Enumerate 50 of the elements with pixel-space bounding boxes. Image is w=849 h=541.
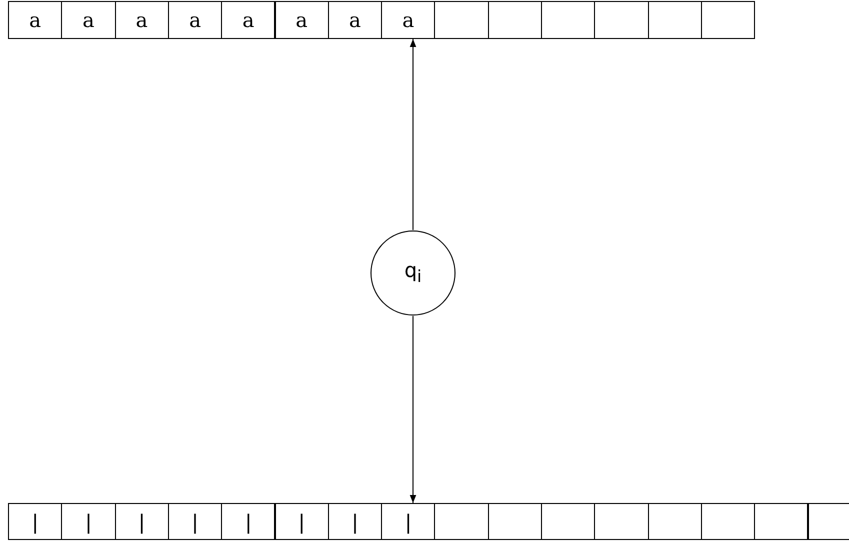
tape-cell [381,503,436,540]
tape-cell [434,1,489,39]
tape-cell [221,503,276,540]
tape-cell [328,503,382,540]
tape-symbol: a [296,10,308,30]
tape-cell [541,1,596,39]
tape-symbol: a [29,10,42,30]
tape-symbol: a [242,10,254,30]
tape-cell [488,1,542,39]
tape-symbol: a [402,10,414,30]
tape-cell [168,1,222,39]
tape-symbol: | [244,512,252,532]
tape-cell [8,503,62,540]
tape-cell [700,503,756,540]
tape-cell [488,503,542,540]
tape-cell [328,1,382,39]
tape-cell [61,1,116,39]
tape-symbol: | [85,512,92,532]
arrow [410,38,416,230]
tape-symbol: a [136,10,148,30]
tape-symbol: a [82,10,94,30]
tape-cell [594,1,649,39]
tape-symbol: | [352,512,358,532]
tape-symbol: | [192,512,198,532]
tape-cell [274,503,329,540]
tape-symbol: | [298,512,306,532]
tape-cell [114,1,169,39]
tape-cell [754,503,808,540]
tape-cell [541,503,596,540]
tape-cell [700,1,756,39]
tape-cell [8,1,62,39]
tape-cell [594,503,649,540]
state-circle [370,230,456,316]
tape-cell [274,1,329,39]
arrow [410,316,416,504]
tape-cell [381,1,436,39]
tape-cell [808,503,849,540]
tape-cell [168,503,222,540]
tape-symbol: a [189,10,201,30]
tape-cell [114,503,169,540]
tape-symbol: | [138,512,146,532]
state-label: q$_{i}$ [404,260,422,286]
tape-symbol: | [32,512,39,532]
tape-cell [648,503,702,540]
tape-symbol: a [348,10,361,30]
tape-cell [61,503,116,540]
tape-cell [221,1,276,39]
tape-symbol: | [404,512,412,532]
tape-cell [648,1,702,39]
tape-cell [434,503,489,540]
